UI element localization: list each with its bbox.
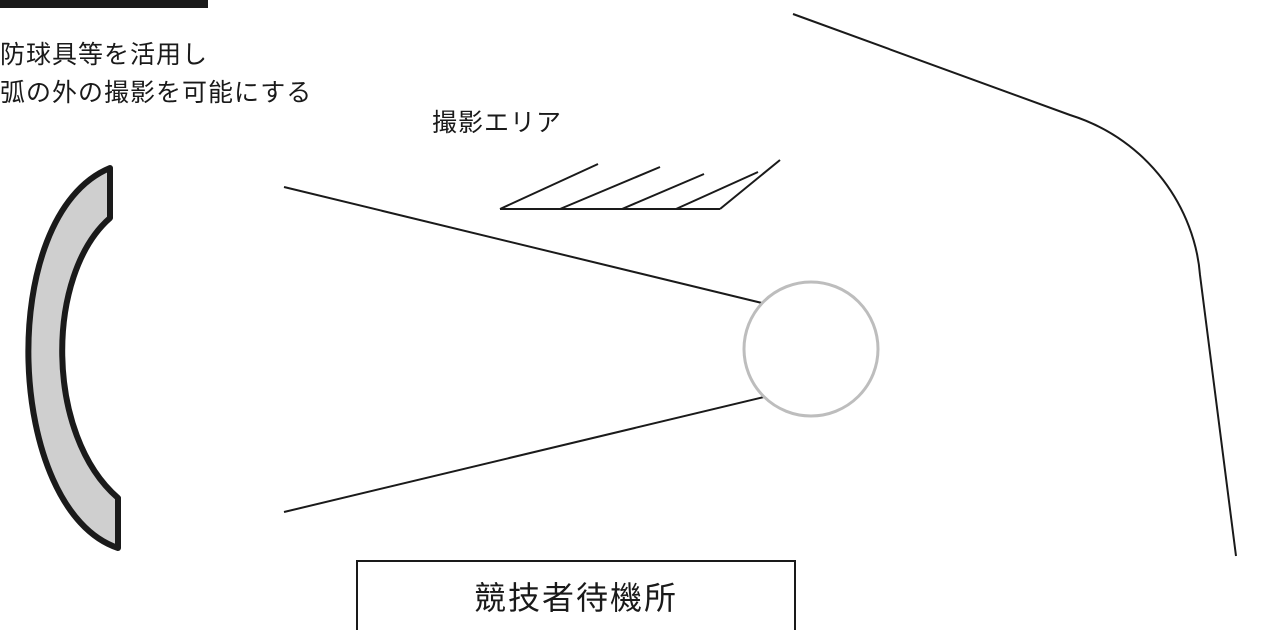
sector-line-upper	[283, 186, 763, 304]
throwing-circle	[742, 280, 880, 418]
competitor-waiting-area-label: 競技者待機所	[473, 579, 678, 617]
shooting-area-hatch	[499, 159, 781, 210]
competitor-waiting-area-box: 競技者待機所	[356, 560, 796, 630]
protective-net	[25, 165, 121, 551]
note-line-2: 弧の外の撮影を可能にする	[0, 78, 313, 107]
shooting-area-label: 撮影エリア	[432, 108, 563, 137]
top-left-bar	[0, 0, 208, 8]
sector-line-lower	[283, 396, 765, 513]
field-boundary-line	[792, 13, 1237, 557]
note-line-1: 防球具等を活用し	[0, 40, 209, 69]
protective-equipment-note: 防球具等を活用し 弧の外の撮影を可能にする	[0, 36, 312, 112]
